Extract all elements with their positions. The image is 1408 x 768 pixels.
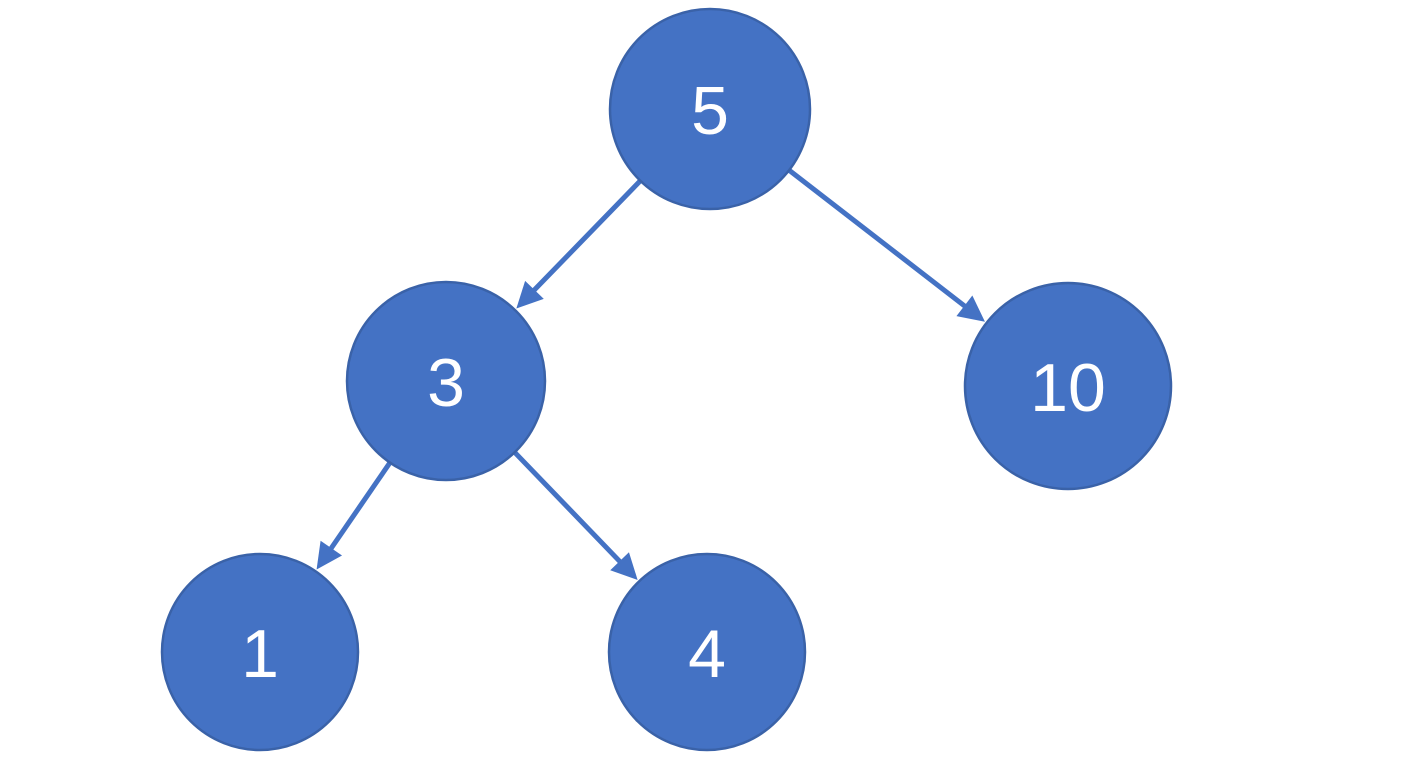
nodes-layer: 5 3 10 1 4 <box>160 7 1173 752</box>
edge-5-to-10 <box>784 165 985 322</box>
node-4-label: 4 <box>688 616 726 692</box>
edge-5-to-3-arrowhead <box>516 280 544 309</box>
edge-5-to-10-arrowhead <box>956 295 985 322</box>
node-3-label: 3 <box>427 345 465 421</box>
edge-3-to-4-arrowhead <box>610 552 638 580</box>
node-4: 4 <box>607 552 807 752</box>
edge-3-to-1 <box>316 457 395 570</box>
node-3: 3 <box>345 280 547 482</box>
node-1: 1 <box>160 552 360 752</box>
edge-3-to-1-line <box>328 457 395 552</box>
node-4-circle <box>607 552 807 752</box>
edge-5-to-10-line <box>784 165 968 310</box>
edge-5-to-3 <box>516 176 645 309</box>
node-5-circle <box>608 7 812 211</box>
node-10: 10 <box>963 281 1173 491</box>
node-5: 5 <box>608 7 812 211</box>
edge-3-to-1-arrowhead <box>316 540 343 570</box>
node-10-label: 10 <box>1030 350 1106 426</box>
edge-3-to-4-line <box>510 447 623 565</box>
node-1-circle <box>160 552 360 752</box>
edge-5-to-3-line <box>531 176 645 294</box>
node-5-label: 5 <box>691 73 729 149</box>
edge-3-to-4 <box>510 447 638 580</box>
edges-layer <box>316 165 985 580</box>
node-1-label: 1 <box>241 616 279 692</box>
node-10-circle <box>963 281 1173 491</box>
node-3-circle <box>345 280 547 482</box>
